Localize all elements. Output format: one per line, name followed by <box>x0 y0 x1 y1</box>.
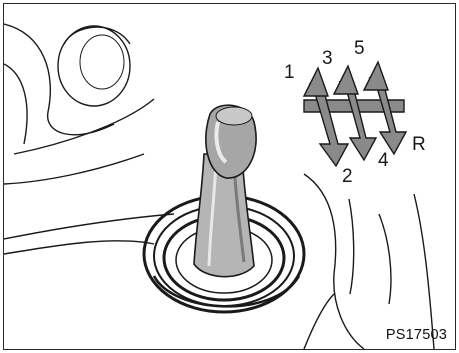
gear-label-reverse: R <box>412 134 426 155</box>
gear-label-2: 2 <box>342 166 353 187</box>
gear-label-5: 5 <box>354 38 365 59</box>
gear-label-3: 3 <box>322 48 333 69</box>
shift-knob <box>206 105 256 178</box>
figure-code: PS17503 <box>386 327 447 343</box>
shift-pattern-diagram: 1 2 3 4 5 R <box>284 38 426 187</box>
gear-label-4: 4 <box>378 150 389 171</box>
illustration-frame: 1 2 3 4 5 R PS17503 <box>3 3 456 350</box>
gear-label-1: 1 <box>284 62 295 83</box>
gear-shift-illustration: 1 2 3 4 5 R <box>4 4 455 349</box>
